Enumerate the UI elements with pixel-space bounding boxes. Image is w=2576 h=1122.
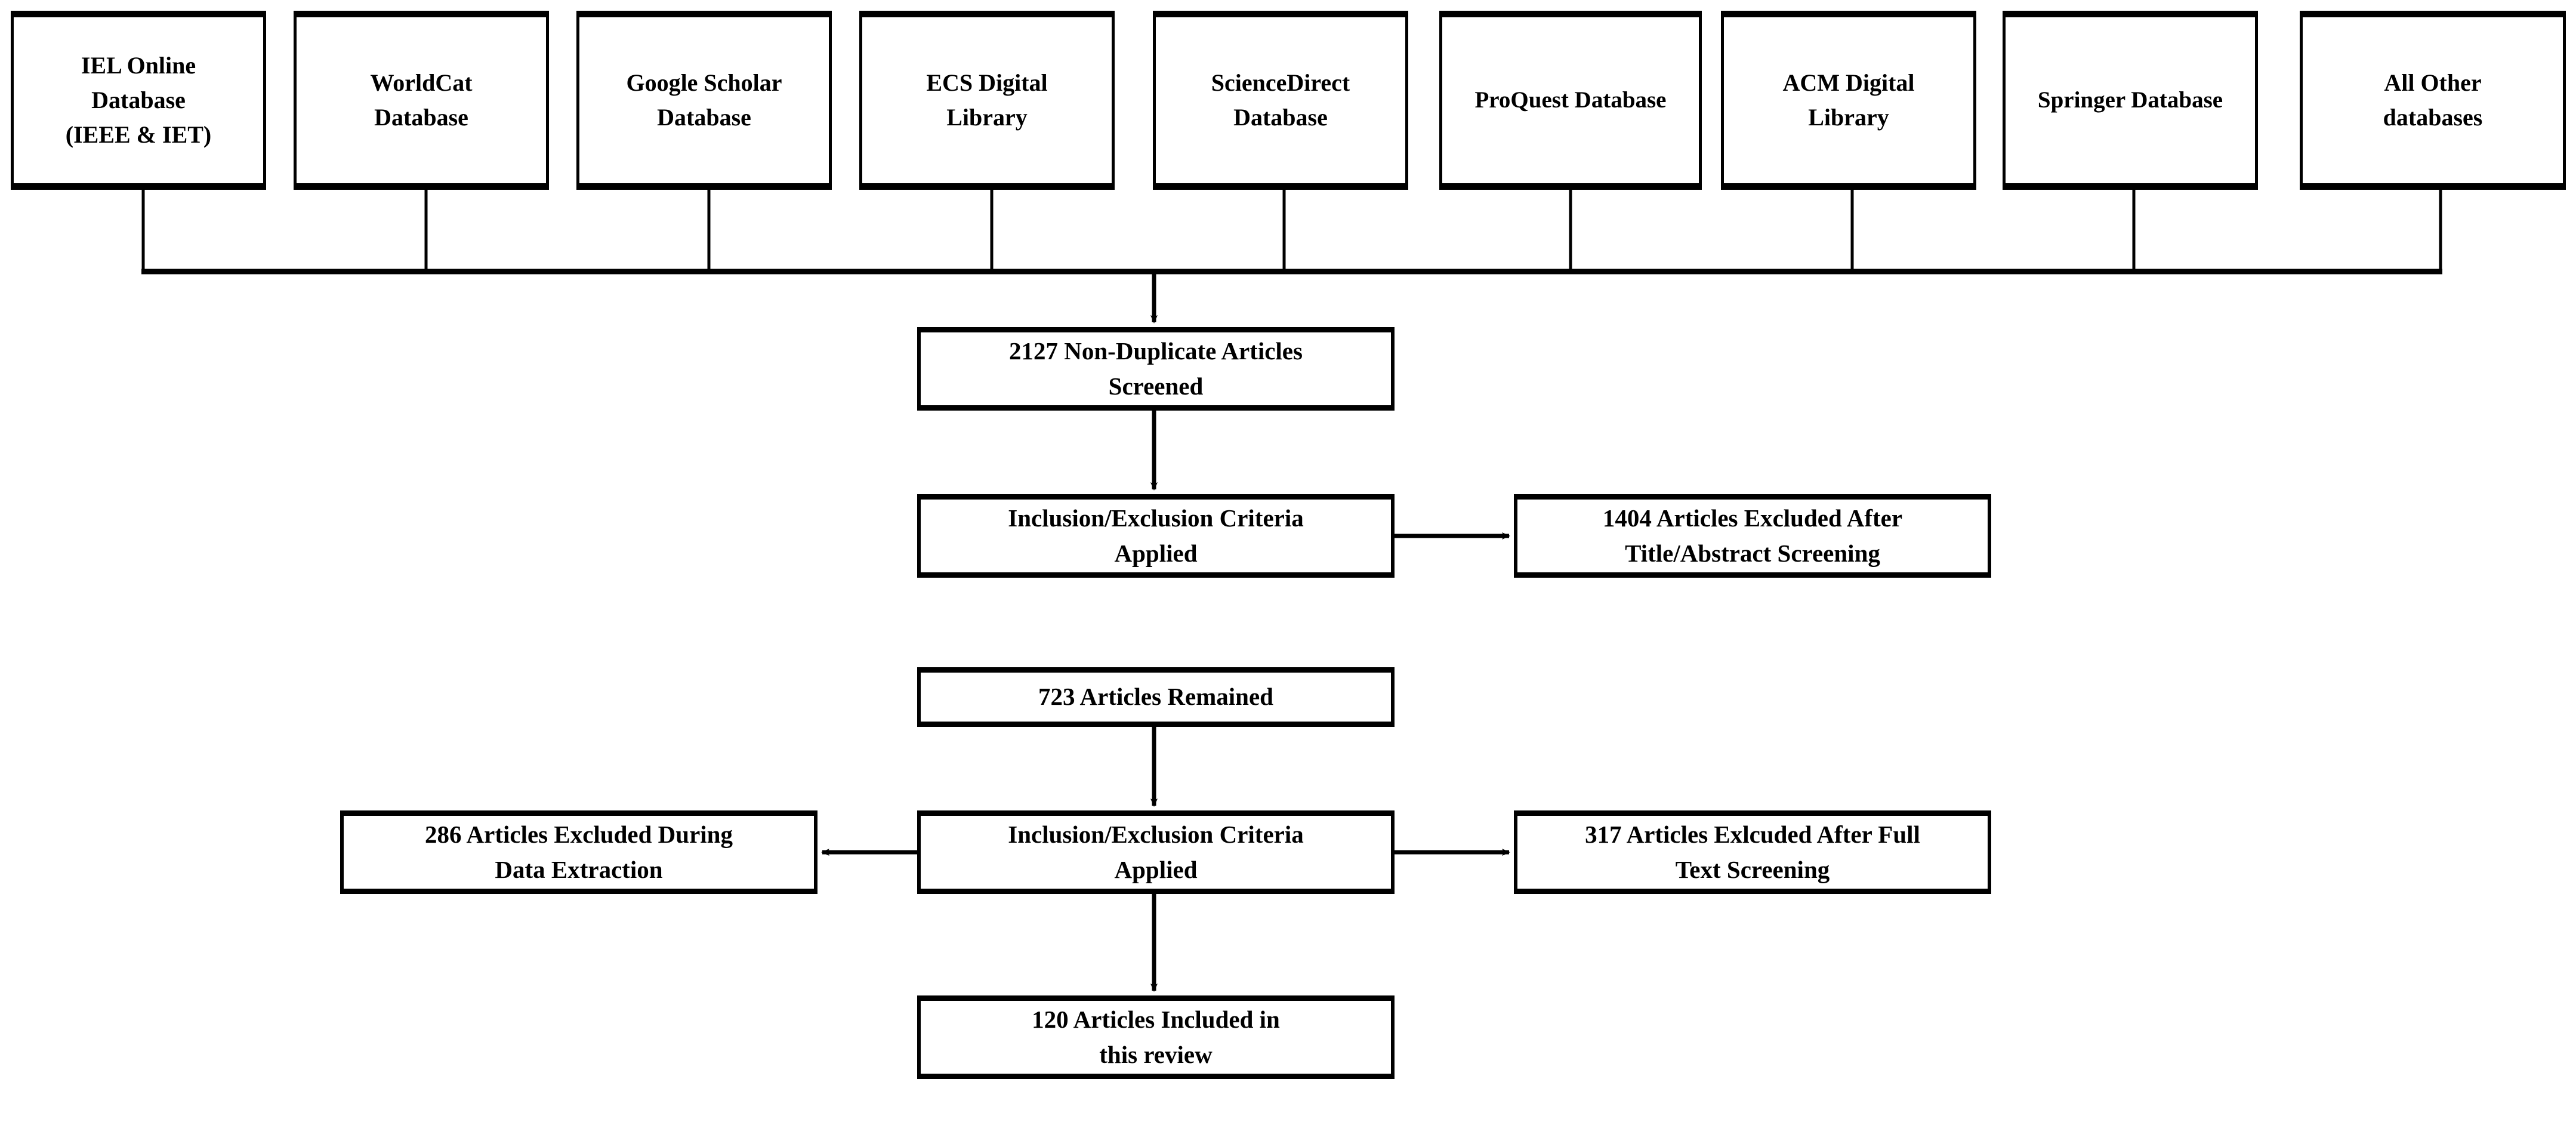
source-box-proquest-database[interactable]: ProQuest Database (1439, 11, 1702, 190)
source-box-springer-database[interactable]: Springer Database (2003, 11, 2258, 190)
source-box-label: WorldCat Database (370, 69, 473, 131)
source-box-label: ECS Digital Library (926, 69, 1048, 131)
source-box-label: All Other databases (2383, 69, 2483, 131)
source-box-label: ACM Digital Library (1782, 69, 1915, 131)
stage-box-non-duplicate-articles-screened[interactable]: 2127 Non-Duplicate Articles Screened (917, 327, 1395, 411)
source-box-acm-digital-library[interactable]: ACM Digital Library (1721, 11, 1976, 190)
stage-box-label: 120 Articles Included in this review (1032, 1005, 1280, 1068)
source-box-all-other-databases[interactable]: All Other databases (2300, 11, 2566, 190)
source-box-iel-online-database[interactable]: IEL Online Database (IEEE & IET) (11, 11, 266, 190)
stage-box-inclusion-exclusion-criteria-applied-1[interactable]: Inclusion/Exclusion Criteria Applied (917, 494, 1395, 578)
stage-box-inclusion-exclusion-criteria-applied-2[interactable]: Inclusion/Exclusion Criteria Applied (917, 810, 1395, 894)
source-box-label: Springer Database (2037, 87, 2223, 113)
stage-box-articles-included-in-review[interactable]: 120 Articles Included in this review (917, 995, 1395, 1079)
source-box-worldcat-database[interactable]: WorldCat Database (294, 11, 549, 190)
source-box-label: IEL Online Database (IEEE & IET) (65, 52, 212, 148)
stage-box-articles-remained[interactable]: 723 Articles Remained (917, 667, 1395, 727)
source-box-ecs-digital-library[interactable]: ECS Digital Library (859, 11, 1115, 190)
source-box-sciencedirect-database[interactable]: ScienceDirect Database (1153, 11, 1408, 190)
source-box-google-scholar-database[interactable]: Google Scholar Database (576, 11, 832, 190)
stage-box-articles-excluded-title-abstract[interactable]: 1404 Articles Excluded After Title/Abstr… (1514, 494, 1991, 578)
stage-box-label: 317 Articles Exlcuded After Full Text Sc… (1585, 820, 1920, 883)
stage-box-label: 1404 Articles Excluded After Title/Abstr… (1602, 504, 1903, 567)
source-box-label: ProQuest Database (1474, 87, 1667, 113)
stage-box-label: 286 Articles Excluded During Data Extrac… (425, 820, 733, 883)
stage-box-articles-excluded-data-extraction[interactable]: 286 Articles Excluded During Data Extrac… (340, 810, 817, 894)
source-box-label: Google Scholar Database (626, 69, 782, 131)
stage-box-label: Inclusion/Exclusion Criteria Applied (1008, 504, 1304, 567)
stage-box-label: 723 Articles Remained (1038, 683, 1273, 711)
stage-box-articles-excluded-full-text[interactable]: 317 Articles Exlcuded After Full Text Sc… (1514, 810, 1991, 894)
source-stub-lines (141, 190, 2442, 272)
source-box-label: ScienceDirect Database (1211, 69, 1350, 131)
stage-box-label: 2127 Non-Duplicate Articles Screened (1009, 337, 1303, 400)
stage-box-label: Inclusion/Exclusion Criteria Applied (1008, 820, 1304, 883)
